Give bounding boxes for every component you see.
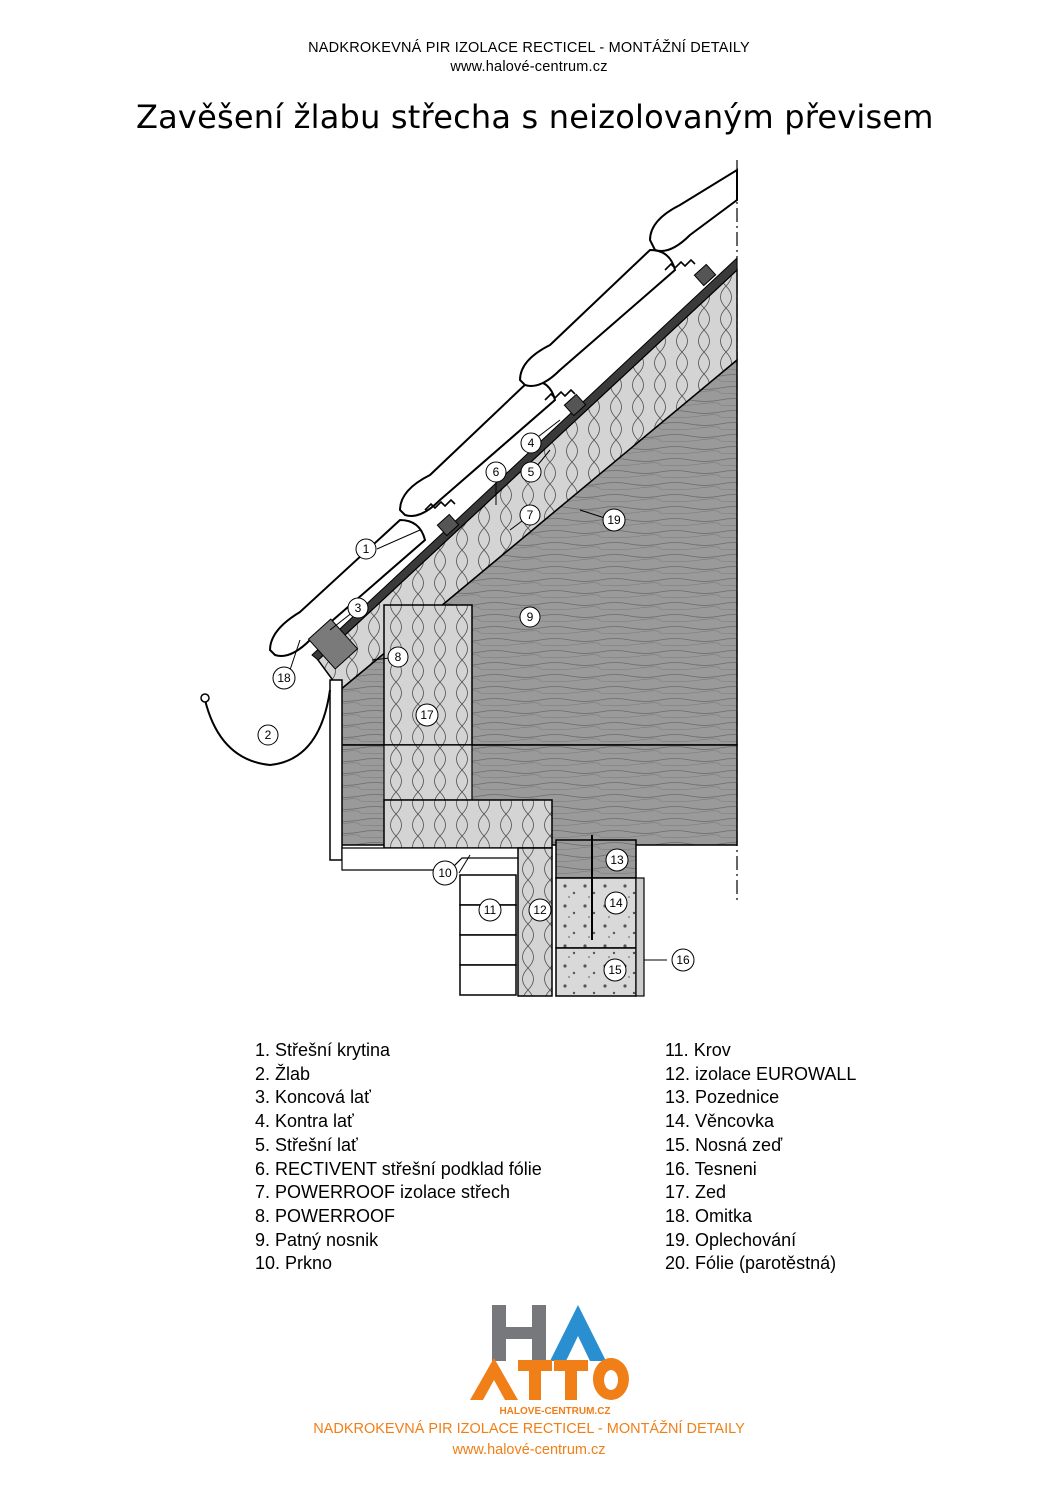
legend-right-column: 11. Krov 12. izolace EUROWALL 13. Pozedn…: [665, 1039, 856, 1276]
legend-item: 8. POWERROOF: [255, 1205, 396, 1226]
callout-14: 14: [604, 891, 628, 915]
svg-text:18: 18: [277, 671, 291, 685]
svg-text:3: 3: [355, 601, 362, 615]
fascia-board: [329, 679, 343, 861]
svg-text:17: 17: [420, 708, 434, 722]
callout-16: 16: [671, 948, 695, 972]
svg-text:1: 1: [363, 542, 370, 556]
callout-11: 11: [478, 898, 502, 922]
legend-item: 6. RECTIVENT střešní podklad fólie: [255, 1158, 542, 1179]
svg-text:2: 2: [265, 728, 272, 742]
halove-centrum-logo: HALOVE-CENTRUM.CZ: [470, 1305, 629, 1417]
svg-text:16: 16: [676, 953, 690, 967]
legend-item: 17. Zed: [665, 1182, 727, 1203]
legend-item: 5. Střešní lať: [255, 1134, 358, 1155]
legend-item: 7. POWERROOF izolace střech: [255, 1182, 511, 1203]
callout-18: 18: [272, 666, 296, 690]
legend-item: 10. Prkno: [255, 1253, 333, 1274]
callout-9: 9: [519, 606, 541, 628]
callout-19: 19: [602, 508, 626, 532]
footer-title: NADKROKEVNÁ PIR IZOLACE RECTICEL - MONTÁ…: [313, 1421, 745, 1437]
eurowall-insulation: [517, 847, 553, 997]
legend-item: 4. Kontra lať: [255, 1111, 354, 1132]
callout-1: 1: [355, 538, 377, 560]
legend-item: 9. Patný nosnik: [255, 1229, 379, 1250]
legend-item: 13. Pozednice: [665, 1087, 780, 1108]
svg-text:14: 14: [609, 896, 623, 910]
ring-beam: [555, 877, 637, 949]
svg-text:10: 10: [438, 866, 452, 880]
callout-13: 13: [605, 848, 629, 872]
header-url: www.halové-centrum.cz: [450, 59, 608, 75]
callout-8: 8: [387, 646, 409, 668]
legend-item: 11. Krov: [665, 1040, 731, 1060]
page-title: Zavěšení žlabu střecha s neizolovaným př…: [136, 98, 934, 136]
legend-item: 19. Oplechování: [665, 1229, 797, 1250]
svg-text:13: 13: [610, 853, 624, 867]
gutter: [204, 689, 331, 767]
footer-url: www.halové-centrum.cz: [452, 1442, 606, 1458]
legend-item: 18. Omitka: [665, 1205, 753, 1226]
callout-3: 3: [347, 597, 369, 619]
lower-insulation: [383, 799, 553, 849]
callout-15: 15: [603, 958, 627, 982]
legend-item: 3. Koncová lať: [255, 1087, 371, 1108]
callout-12: 12: [528, 898, 552, 922]
svg-text:4: 4: [528, 436, 535, 450]
legend-item: 2. Žlab: [255, 1063, 311, 1084]
header-title: NADKROKEVNÁ PIR IZOLACE RECTICEL - MONTÁ…: [308, 40, 750, 56]
svg-text:9: 9: [527, 610, 534, 624]
callout-7: 7: [519, 504, 541, 526]
legend-item: 12. izolace EUROWALL: [665, 1063, 857, 1084]
svg-text:5: 5: [528, 465, 535, 479]
roof-tiles: [268, 168, 738, 657]
callout-5: 5: [520, 461, 542, 483]
svg-text:HALOVE-CENTRUM.CZ: HALOVE-CENTRUM.CZ: [499, 1406, 610, 1417]
callout-4: 4: [520, 432, 542, 454]
svg-text:15: 15: [608, 963, 622, 977]
legend-left-column: 1. Střešní krytina 2. Žlab 3. Koncová la…: [255, 1039, 542, 1276]
roof-eave-detail-drawing: 1 2 3 4 5 6 7 8 9 10 11 12 13 14 15 16 1…: [200, 160, 738, 997]
callout-10: 10: [432, 860, 458, 886]
brick-wall: [459, 874, 517, 996]
callout-17: 17: [415, 703, 439, 727]
svg-text:19: 19: [607, 513, 621, 527]
legend-item: 20. Fólie (parotěstná): [665, 1253, 837, 1274]
svg-text:6: 6: [493, 465, 500, 479]
legend-item: 1. Střešní krytina: [255, 1040, 391, 1060]
svg-text:7: 7: [527, 508, 534, 522]
callout-2: 2: [257, 724, 279, 746]
callout-markers: 1 2 3 4 5 6 7 8 9 10 11 12 13 14 15 16 1…: [257, 432, 695, 982]
legend-item: 14. Věncovka: [665, 1111, 775, 1132]
svg-text:12: 12: [533, 903, 547, 917]
legend-item: 16. Tesneni: [665, 1158, 757, 1179]
svg-text:8: 8: [395, 650, 402, 664]
svg-text:11: 11: [484, 903, 497, 917]
underlay-foil: [311, 256, 738, 661]
legend-item: 15. Nosná zeď: [665, 1134, 783, 1155]
callout-6: 6: [485, 461, 507, 483]
